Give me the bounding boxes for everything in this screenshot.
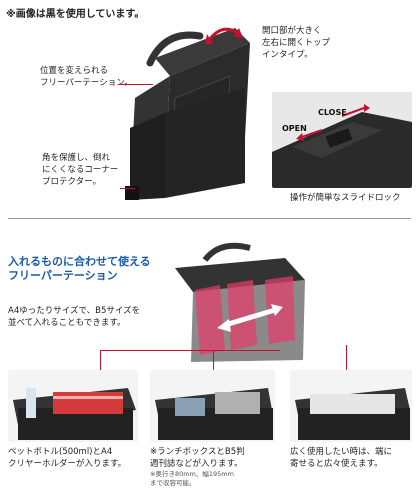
slide-lock-photo [272, 92, 412, 188]
panel-wide-space [290, 370, 412, 442]
caption-bottle-folder-line-2: クリヤーホルダーが入ります。 [8, 459, 127, 469]
caption-lunchbox-magazine-line-1: ※ランチボックスとB5判 [150, 447, 245, 457]
partition-callout-line-2: フリーパーテーション。 [40, 78, 133, 88]
caption-lunchbox-note-line-1: ※奥行き80mm、幅195mm [150, 470, 234, 478]
caption-wide-space-line-1: 広く使用したい時は、端に [290, 447, 393, 457]
section-description: A4ゆったりサイズで、B5サイズを 並べて入れることもできます。 [8, 305, 140, 329]
section-title-line-1: 入れるものに合わせて使える [8, 255, 151, 268]
top-note: ※画像は黒を使用しています。 [6, 9, 145, 20]
section-divider [8, 218, 411, 219]
corner-callout-line-3: プロテクター。 [42, 177, 102, 187]
caption-wide-space-line-2: 寄せると広々使えます。 [290, 459, 383, 469]
open-direction-arrow-icon [205, 27, 243, 44]
panel-lunchbox-magazine [150, 370, 275, 442]
section-title: 入れるものに合わせて使える フリーパーテーション [8, 255, 151, 283]
bracket-left [100, 350, 101, 370]
section-title-line-2: フリーパーテーション [8, 269, 118, 282]
section-description-line-1: A4ゆったりサイズで、B5サイズを [8, 306, 141, 316]
corner-callout-line-1: 角を保護し、倒れ [42, 153, 111, 163]
caption-lunchbox-magazine-line-2: 週刊誌などが入ります。 [150, 459, 243, 469]
open-case-image [125, 28, 250, 200]
bracket-center [213, 350, 214, 370]
slide-lock-caption: 操作が簡単なスライドロック [290, 193, 401, 203]
opening-callout-line-1: 開口部が大きく [262, 26, 322, 36]
caption-wide-space: 広く使用したい時は、端に 寄せると広々使えます。 [290, 446, 392, 470]
opening-callout-line-2: 左右に開くトップ [262, 38, 331, 48]
corner-pointer [120, 188, 135, 189]
partition-pointer [118, 84, 153, 85]
caption-lunchbox-note-line-2: まで収容可能。 [150, 479, 196, 487]
panel-bottle-folder [8, 370, 138, 442]
partition-callout-line-1: 位置を変えられる [40, 66, 109, 76]
close-label: CLOSE [318, 108, 347, 117]
corner-callout: 角を保護し、倒れ にくくなるコーナー プロテクター。 [42, 152, 118, 188]
caption-bottle-folder-line-1: ペットボトル(500ml)とA4 [8, 447, 113, 457]
section-description-line-2: 並べて入れることもできます。 [8, 318, 126, 328]
partition-callout: 位置を変えられる フリーパーテーション。 [40, 65, 133, 89]
partition-illustration [175, 242, 305, 362]
bracket-horizontal [100, 350, 280, 351]
caption-bottle-folder: ペットボトル(500ml)とA4 クリヤーホルダーが入ります。 [8, 446, 126, 470]
open-label: OPEN [282, 124, 307, 133]
opening-callout: 開口部が大きく 左右に開くトップ インタイプ。 [262, 25, 330, 61]
bracket-right [346, 345, 347, 370]
corner-callout-line-2: にくくなるコーナー [42, 165, 119, 175]
opening-callout-line-3: インタイプ。 [262, 50, 313, 60]
caption-lunchbox-magazine: ※ランチボックスとB5判 週刊誌などが入ります。 ※奥行き80mm、幅195mm… [150, 446, 245, 488]
